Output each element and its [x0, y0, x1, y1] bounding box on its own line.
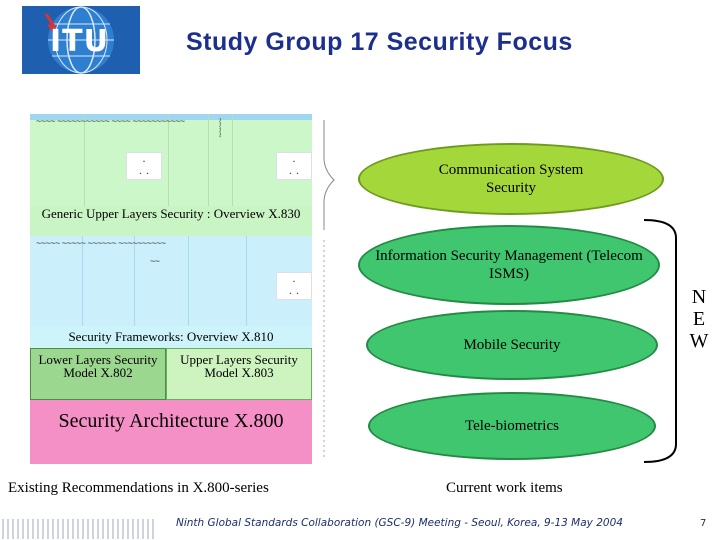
illegible-row: ~~~~ ~~~~~~~~~~~ ~~~~ ~~~~~~~~~~~	[36, 116, 185, 126]
security-frameworks-box: Security Frameworks: Overview X.810	[30, 326, 312, 348]
column-divider	[84, 114, 85, 206]
new-letter: E	[692, 308, 706, 330]
frameworks-panel	[30, 236, 312, 326]
column-divider	[168, 114, 169, 206]
ellipsis-box: ·· ·	[276, 272, 312, 300]
lower-layers-box: Lower Layers Security Model X.802	[30, 348, 166, 400]
work-item-mobile-security: Mobile Security	[366, 310, 658, 380]
illegible-row: ~~	[150, 256, 160, 266]
illegible-row: ~~~~~ ~~~~~ ~~~~~~ ~~~~~~~~~~	[36, 238, 166, 248]
vertical-label: ~~~~	[215, 118, 225, 138]
upper-layers-panel	[30, 114, 312, 206]
upper-layers-box: Upper Layers Security Model X.803	[166, 348, 312, 400]
brace-divider	[323, 120, 335, 460]
itu-logo	[22, 6, 140, 74]
new-letter: N	[691, 286, 707, 308]
footer-text: Ninth Global Standards Collaboration (GS…	[176, 517, 623, 529]
work-item-label: Information Security Management (Telecom…	[375, 248, 643, 282]
generic-upper-layers-box: Generic Upper Layers Security : Overview…	[30, 206, 312, 236]
column-divider	[82, 236, 83, 326]
work-item-isms: Information Security Management (Telecom…	[358, 225, 660, 305]
column-divider	[208, 114, 209, 206]
work-item-label: Communication System Security	[438, 162, 584, 196]
work-item-communication-security: Communication System Security	[358, 143, 664, 215]
work-item-tele-biometrics: Tele-biometrics	[368, 392, 656, 460]
left-caption: Existing Recommendations in X.800-series	[8, 480, 269, 496]
logo-text: ITU	[50, 24, 109, 59]
new-letter: W	[689, 330, 709, 352]
slide-header: ITU Study Group 17 Security Focus	[0, 0, 720, 78]
column-divider	[134, 236, 135, 326]
work-item-label: Mobile Security	[463, 337, 561, 353]
column-divider	[246, 236, 247, 326]
right-caption: Current work items	[446, 480, 563, 496]
page-number: 7	[700, 518, 707, 529]
column-divider	[232, 114, 233, 206]
new-items-bracket	[643, 219, 677, 463]
new-label: N E W	[684, 286, 714, 352]
slide-title: Study Group 17 Security Focus	[186, 28, 573, 56]
footer-decoration	[0, 517, 160, 540]
upper-layers-strip	[30, 114, 312, 120]
ellipsis-box: ·· ·	[276, 152, 312, 180]
ellipsis-box: ·· ·	[126, 152, 162, 180]
security-architecture-box: Security Architecture X.800	[30, 400, 312, 464]
work-item-label: Tele-biometrics	[465, 418, 559, 434]
column-divider	[188, 236, 189, 326]
